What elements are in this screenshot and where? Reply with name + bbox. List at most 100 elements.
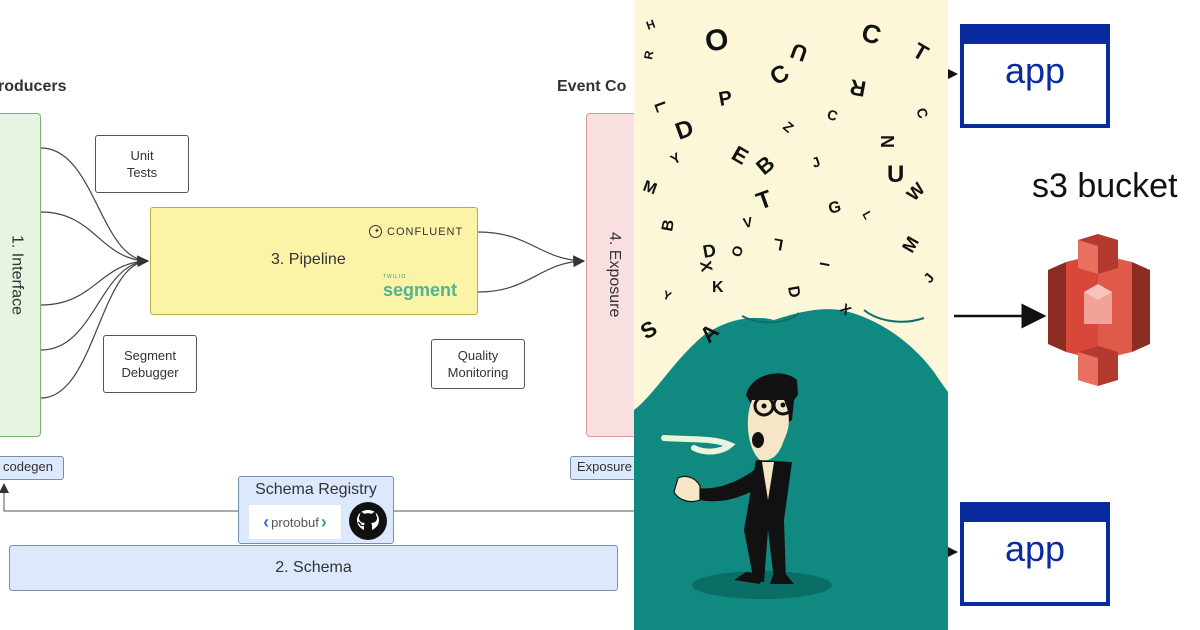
letter-glyph: L — [650, 100, 669, 115]
connector-interface-pipeline-1 — [40, 147, 149, 262]
unit-tests-box: Unit Tests — [95, 135, 189, 193]
letter-glyph: C — [825, 106, 840, 124]
segment-logo: segment — [383, 280, 458, 300]
consumers-header: Event Co — [557, 78, 627, 95]
twilio-label: TWILIO — [383, 274, 407, 280]
app-box-top-titlebar — [964, 28, 1106, 44]
connector-pipeline-exposure-1 — [477, 231, 585, 262]
man-figure — [673, 373, 798, 584]
schema-registry-label: Schema Registry — [255, 481, 377, 498]
speech-swirl — [661, 435, 736, 455]
confluent-logo: ✦ CONFLUENT — [369, 225, 463, 238]
interface-label: 1. Interface — [8, 234, 26, 316]
letter-glyph: E — [728, 141, 753, 170]
letter-glyph: M — [898, 233, 923, 256]
letter-glyph: P — [717, 87, 734, 111]
letter-glyph: O — [728, 243, 747, 259]
connector-registry-codegen — [0, 483, 238, 512]
cloud-scallops — [741, 309, 925, 324]
letter-glyph: L — [859, 209, 875, 222]
letter-glyph: X — [837, 300, 855, 319]
unit-tests-line1: Unit — [130, 148, 154, 163]
letter-glyph: H — [644, 17, 657, 33]
letter-glyph: B — [751, 150, 779, 179]
figure-shadow — [692, 571, 832, 599]
letter-glyph: G — [827, 198, 843, 218]
letter-glyph: R — [848, 74, 868, 101]
s3-bucket-label: s3 bucket — [1032, 167, 1178, 205]
letter-glyph: U — [787, 38, 810, 67]
letter-glyph: V — [742, 213, 755, 230]
pipeline-label: 3. Pipeline — [271, 251, 346, 268]
schema-registry-box: Schema Registry ‹ protobuf › — [238, 476, 394, 544]
schema-box: 2. Schema — [9, 545, 618, 591]
quality-monitoring-line2: Monitoring — [447, 365, 509, 380]
connector-interface-pipeline-4 — [40, 260, 149, 351]
letter-glyph: K — [712, 279, 724, 296]
letter-glyph: Y — [668, 149, 685, 168]
connector-pipeline-exposure-2 — [477, 255, 586, 293]
segment-debugger-box: Segment Debugger — [103, 335, 197, 393]
interface-box: 1. Interface — [0, 113, 41, 437]
protobuf-logo: ‹ protobuf › — [249, 505, 341, 539]
letter-glyph: I — [816, 261, 832, 268]
letter-glyph: U — [887, 161, 904, 188]
letter-glyph: S — [636, 315, 661, 344]
segment-debugger-line1: Segment — [123, 348, 177, 363]
letter-glyph: J — [810, 153, 823, 171]
letter-glyph: T — [909, 38, 934, 67]
app-box-bottom-titlebar — [964, 506, 1106, 522]
letter-glyph: C — [858, 17, 884, 51]
event-pipeline-diagram: roducers Event Co 1. Interface 4. Exposu… — [0, 78, 634, 591]
codegen-tag: codegen — [0, 456, 64, 480]
s3-connectors — [948, 64, 1047, 562]
letter-glyph: D — [784, 285, 803, 299]
app-top-label: app — [1004, 50, 1066, 91]
exposure-box: 4. Exposure — [586, 113, 634, 437]
exposure-label: 4. Exposure — [606, 232, 623, 318]
letter-glyph: N — [878, 135, 898, 148]
protobuf-chevron-right-icon: › — [320, 511, 327, 532]
letter-glyph: D — [701, 240, 717, 262]
letter-glyph: Z — [780, 118, 797, 136]
unit-tests-line2: Tests — [126, 165, 158, 180]
connector-interface-pipeline-5 — [40, 255, 150, 399]
s3-bucket-icon — [1048, 234, 1150, 386]
letter-glyph: C — [766, 59, 795, 91]
producers-header: roducers — [0, 78, 67, 95]
app-box-bottom: app — [960, 502, 1110, 606]
illustration-scene — [634, 309, 948, 630]
teal-speech-cloud — [634, 309, 948, 630]
letter-glyph: L — [772, 234, 785, 252]
letter-glyph: X — [696, 260, 715, 274]
letter-glyph: B — [659, 218, 678, 232]
letter-glyph: C — [913, 106, 931, 121]
github-icon — [349, 502, 387, 540]
connector-interface-pipeline-3 — [40, 260, 149, 306]
diagram-connectors — [0, 147, 634, 512]
segment-debugger-line2: Debugger — [121, 365, 179, 380]
letter-glyph: W — [903, 179, 929, 205]
letter-glyph: Y — [661, 288, 673, 304]
confluent-label: CONFLUENT — [387, 225, 464, 238]
schema-label: 2. Schema — [275, 559, 352, 576]
letter-glyph: O — [702, 22, 731, 59]
connector-interface-pipeline-2 — [40, 211, 149, 262]
quality-monitoring-line1: Quality — [457, 348, 499, 363]
quality-monitoring-box: Quality Monitoring — [431, 339, 525, 389]
app-box-top: app — [960, 24, 1110, 128]
s3-architecture: app s3 bucket app — [948, 0, 1200, 630]
letter-glyph: M — [641, 178, 659, 199]
app-bottom-label: app — [1004, 528, 1066, 569]
letter-glyph: T — [753, 185, 776, 216]
pipeline-box: 3. Pipeline ✦ CONFLUENT TWILIO segment — [150, 207, 478, 315]
letter-glyph: R — [641, 49, 656, 60]
confluent-icon: ✦ — [369, 225, 382, 238]
letter-glyph: D — [672, 114, 698, 145]
exposure-tag: Exposure — [570, 456, 634, 480]
protobuf-label: protobuf — [271, 514, 319, 530]
protobuf-chevron-left-icon: ‹ — [263, 511, 270, 532]
letter-glyph: J — [920, 270, 937, 286]
